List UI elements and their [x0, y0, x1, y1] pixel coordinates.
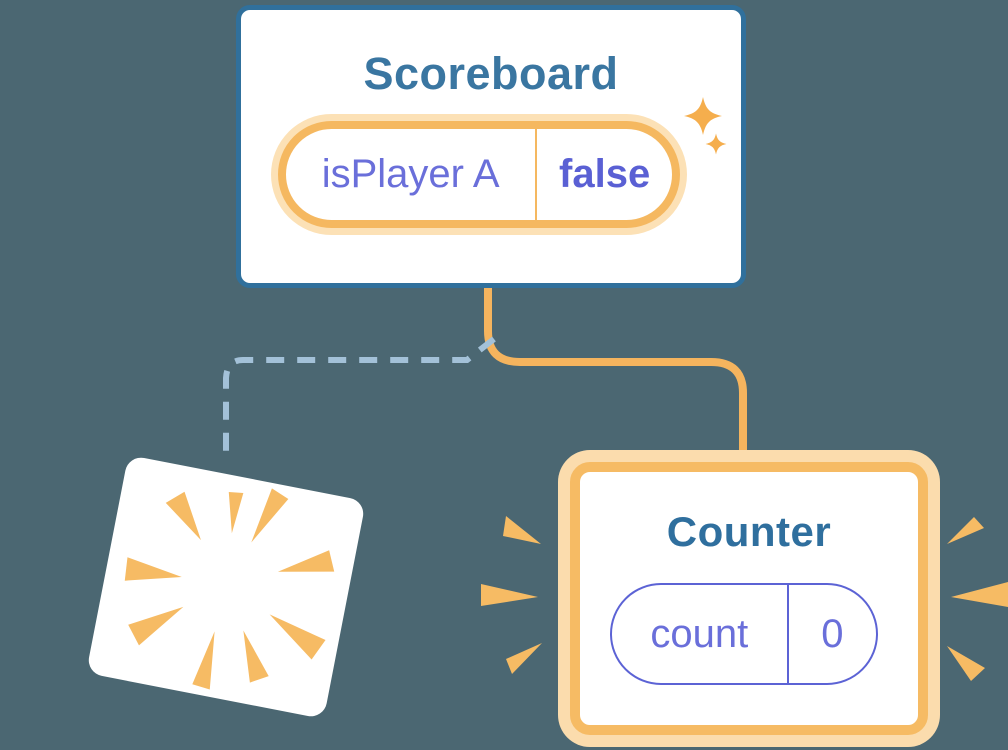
connector-line-dashed: [223, 336, 496, 460]
emphasis-rays-right-icon: [947, 517, 1008, 681]
connector-line-solid: [484, 287, 747, 455]
counter-state-label: count: [650, 611, 749, 656]
pill-divider: [786, 585, 789, 683]
scoreboard-state-value: false: [559, 152, 651, 196]
destroyed-component-card: [86, 454, 366, 720]
scoreboard-state-label: isPlayer A: [321, 152, 500, 196]
scoreboard-state-pill: isPlayer A false: [278, 121, 680, 228]
pill-divider: [535, 129, 538, 220]
counter-title: Counter: [666, 508, 832, 555]
scoreboard-title: Scoreboard: [363, 48, 619, 99]
poof-burst-icon: [124, 488, 335, 690]
emphasis-rays-left-icon: [481, 516, 542, 674]
counter-state-pill: count 0: [610, 583, 878, 685]
counter-state-value: 0: [821, 611, 844, 656]
